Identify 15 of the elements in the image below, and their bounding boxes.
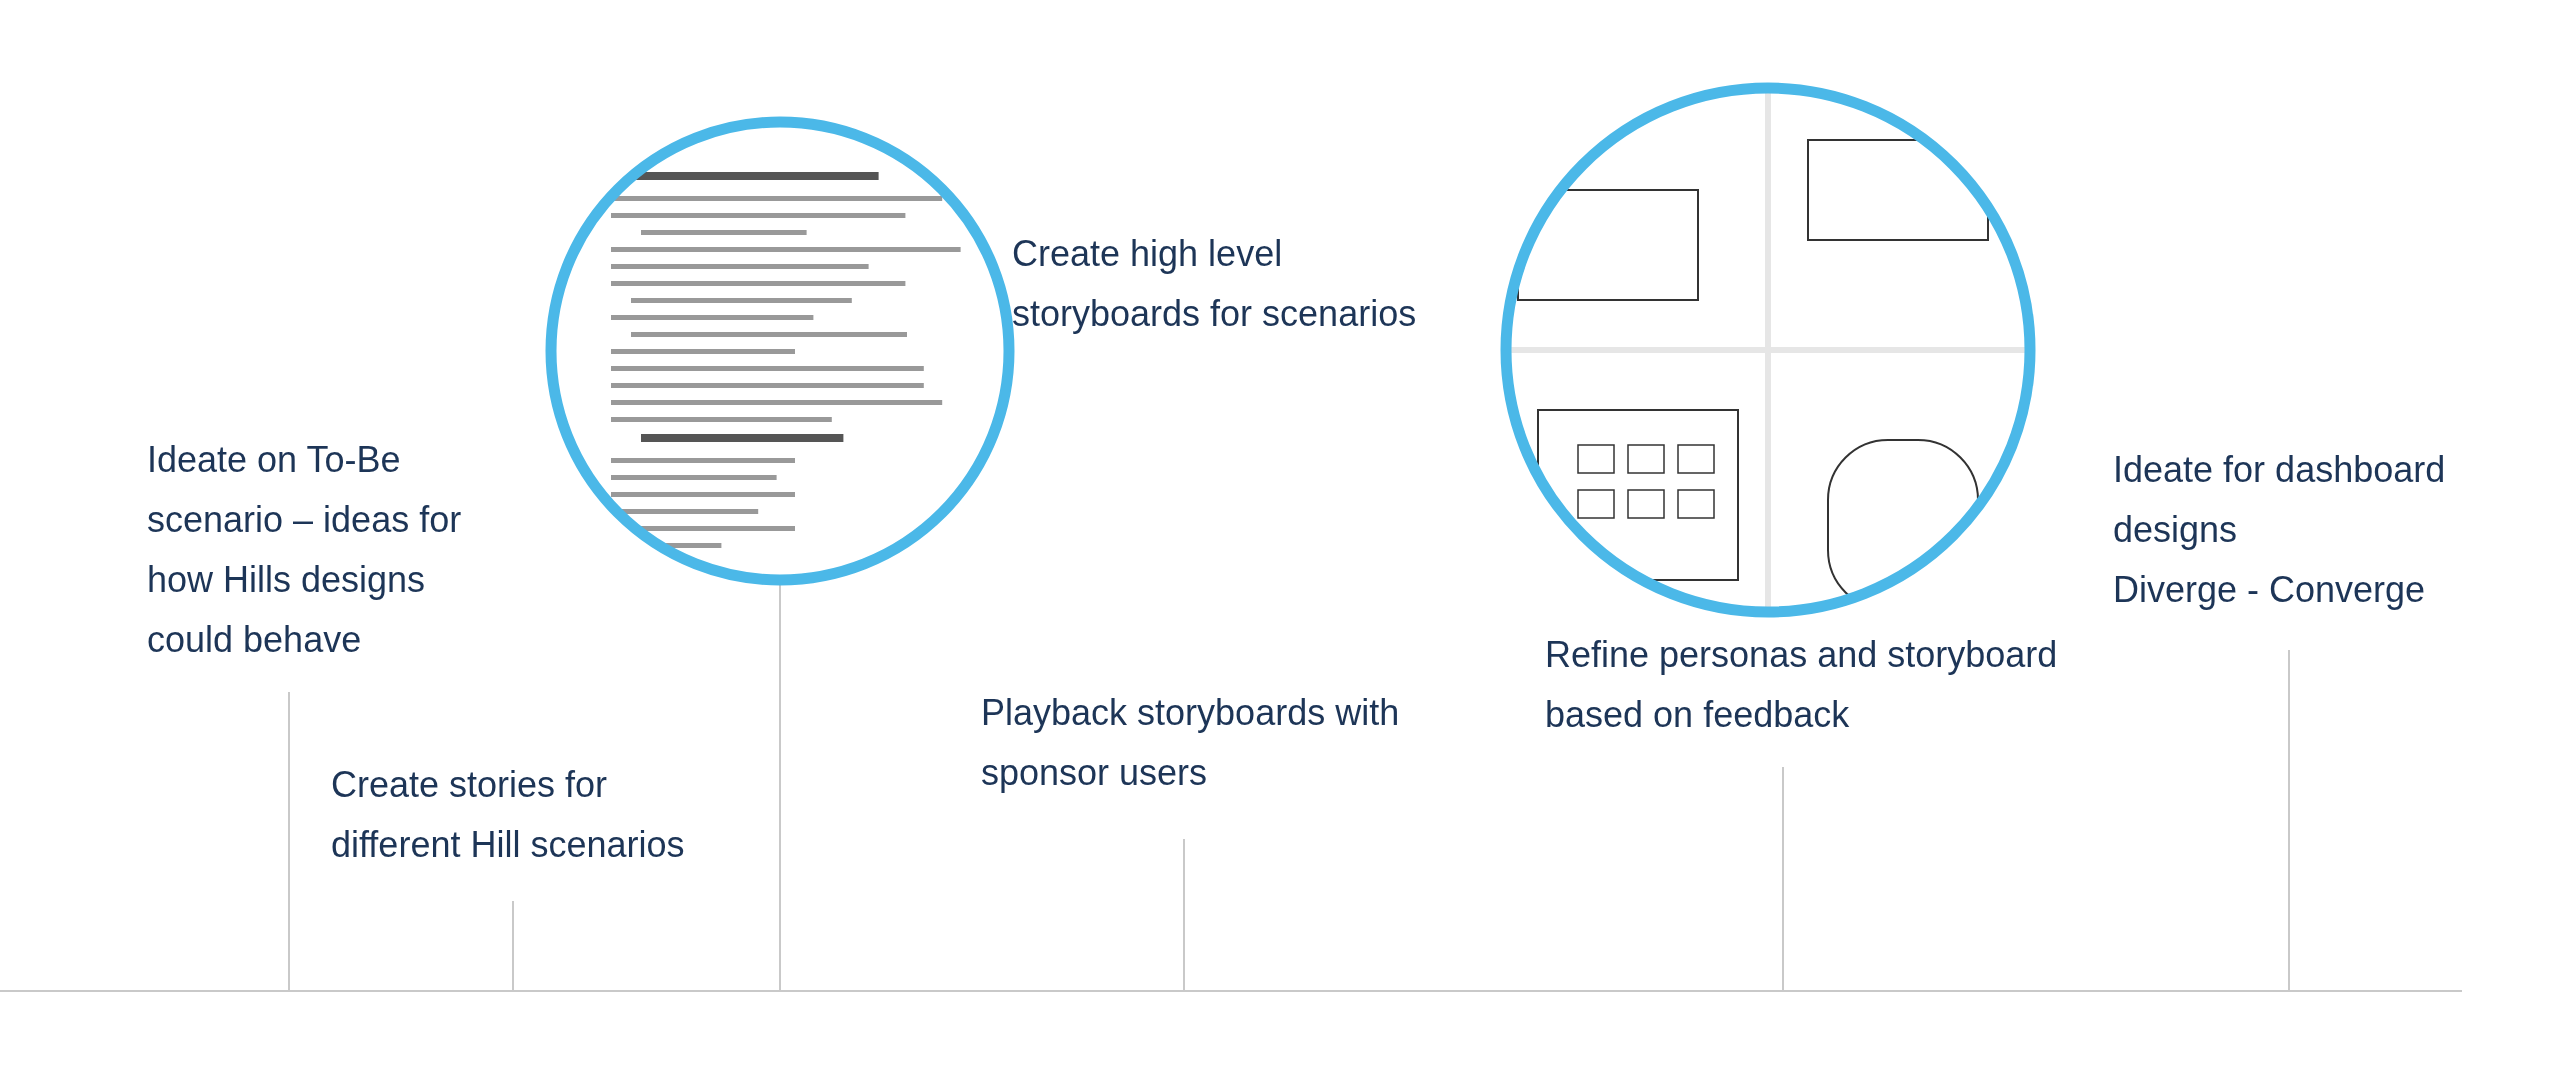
milestone-text: Ideate on To-Be scenario – ideas for how Hills designs could behave xyxy=(147,438,463,662)
storyboard-sketch-placeholder xyxy=(1500,82,2036,618)
tick-line xyxy=(779,584,781,992)
milestone-text: Create high level storyboards for scenarios xyxy=(1012,232,1418,336)
milestone-text: Playback storyboards with sponsor users xyxy=(981,691,1401,795)
document-screenshot-placeholder xyxy=(545,116,1015,586)
tick-line xyxy=(1183,838,1185,992)
milestone-text: Create stories for different Hill scenarios xyxy=(331,763,686,867)
milestone-text: Refine personas and storyboard based on feedback xyxy=(1545,633,2059,737)
tick-line xyxy=(2288,649,2290,992)
milestone-text: Diverge - Converge xyxy=(2113,568,2427,612)
tick-line xyxy=(512,900,514,992)
tick-line xyxy=(288,691,290,992)
milestone-text: Ideate for dashboard designs xyxy=(2113,448,2447,552)
tick-line xyxy=(1782,766,1784,992)
